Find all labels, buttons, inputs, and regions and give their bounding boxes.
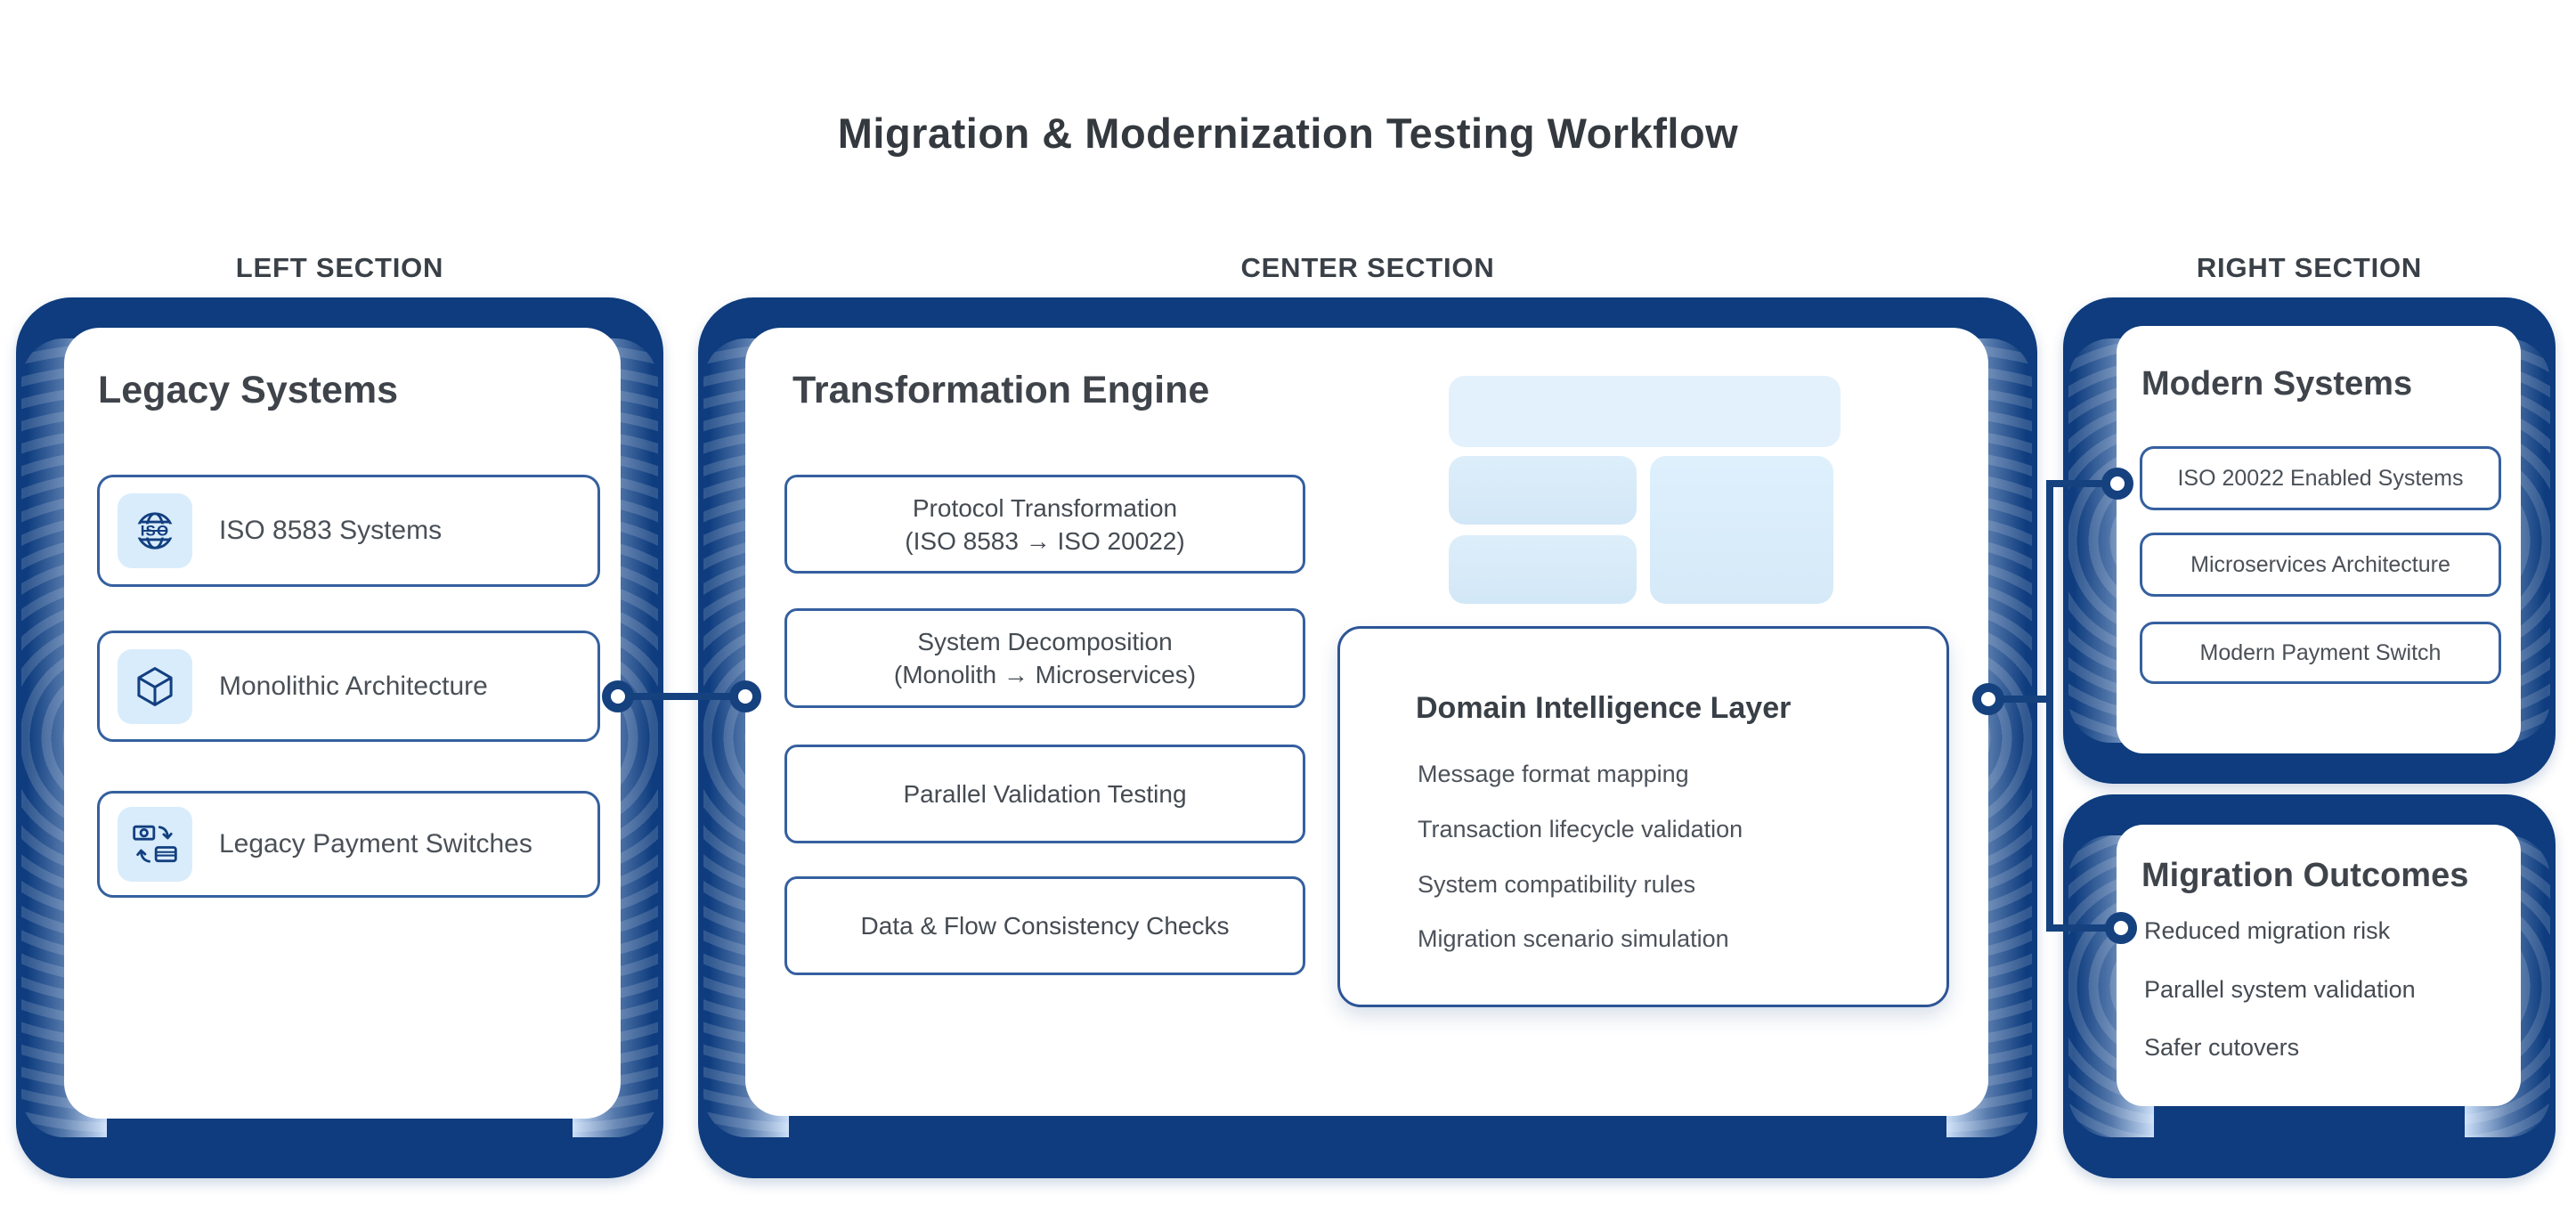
legacy-systems-title: Legacy Systems bbox=[98, 369, 399, 411]
modern-box-label: Microservices Architecture bbox=[2190, 551, 2450, 577]
step-line2: (Monolith → Microservices) bbox=[893, 661, 1197, 688]
domain-item: Migration scenario simulation bbox=[1418, 925, 1729, 952]
connector-node-outcomes bbox=[2105, 912, 2137, 944]
legacy-item-label: ISO 8583 Systems bbox=[219, 516, 443, 545]
page-title: Migration & Modernization Testing Workfl… bbox=[837, 110, 1739, 157]
domain-item: System compatibility rules bbox=[1418, 871, 1696, 898]
step-line1: Parallel Validation Testing bbox=[903, 780, 1187, 808]
legacy-item-payment-switches: Legacy Payment Switches bbox=[97, 791, 600, 898]
domain-intelligence-box: Domain Intelligence Layer Message format… bbox=[1337, 626, 1949, 1007]
connector-node-modern bbox=[2101, 468, 2133, 500]
icon-tile bbox=[118, 807, 192, 882]
connector-line-right-vertical bbox=[2046, 480, 2053, 932]
outcome-item: Safer cutovers bbox=[2144, 1034, 2300, 1061]
connector-node-engine-right bbox=[1972, 683, 2004, 715]
icon-tile bbox=[118, 648, 192, 724]
skeleton-block bbox=[1650, 456, 1833, 604]
transformation-engine-frame: Transformation Engine Protocol Transform… bbox=[698, 297, 2037, 1178]
outcome-item: Reduced migration risk bbox=[2144, 917, 2391, 944]
modern-systems-card: Modern Systems ISO 20022 Enabled Systems… bbox=[2117, 326, 2521, 753]
step-line2: (ISO 8583 → ISO 20022) bbox=[905, 526, 1185, 555]
step-data-flow-consistency: Data & Flow Consistency Checks bbox=[784, 876, 1305, 975]
step-line1: Protocol Transformation bbox=[912, 493, 1178, 522]
step-line1: Data & Flow Consistency Checks bbox=[860, 912, 1230, 940]
step-protocol-transformation: Protocol Transformation (ISO 8583 → ISO … bbox=[784, 475, 1305, 574]
globe-iso-icon: ISO bbox=[133, 512, 177, 549]
outcome-item: Parallel system validation bbox=[2144, 976, 2416, 1003]
step-line1: System Decomposition bbox=[917, 628, 1173, 655]
migration-outcomes-frame: Migration Outcomes Reduced migration ris… bbox=[2063, 794, 2556, 1178]
legacy-item-label: Monolithic Architecture bbox=[219, 671, 488, 701]
migration-outcomes-card: Migration Outcomes Reduced migration ris… bbox=[2117, 825, 2521, 1106]
modern-box-iso20022: ISO 20022 Enabled Systems bbox=[2140, 446, 2501, 510]
modern-systems-frame: Modern Systems ISO 20022 Enabled Systems… bbox=[2063, 297, 2556, 784]
modern-systems-title: Modern Systems bbox=[2141, 365, 2413, 403]
connector-line-left-to-center bbox=[618, 693, 745, 700]
connector-node-engine-left bbox=[729, 680, 761, 712]
modern-box-label: ISO 20022 Enabled Systems bbox=[2177, 465, 2464, 491]
transformation-engine-title: Transformation Engine bbox=[792, 369, 1210, 411]
modern-box-payment-switch: Modern Payment Switch bbox=[2140, 622, 2501, 684]
icon-tile: ISO bbox=[118, 493, 192, 568]
step-parallel-validation: Parallel Validation Testing bbox=[784, 745, 1305, 843]
domain-intelligence-title: Domain Intelligence Layer bbox=[1416, 691, 1792, 725]
domain-item: Transaction lifecycle validation bbox=[1418, 816, 1743, 842]
left-section-label: LEFT SECTION bbox=[235, 252, 444, 283]
modern-box-label: Modern Payment Switch bbox=[2199, 639, 2442, 665]
legacy-item-label: Legacy Payment Switches bbox=[219, 829, 532, 859]
cube-icon bbox=[137, 666, 173, 706]
legacy-item-monolith: Monolithic Architecture bbox=[97, 631, 600, 742]
skeleton-block bbox=[1449, 456, 1637, 525]
skeleton-block bbox=[1449, 535, 1637, 604]
skeleton-block bbox=[1449, 376, 1841, 447]
payment-switch-icon bbox=[133, 825, 177, 863]
modern-box-microservices: Microservices Architecture bbox=[2140, 533, 2501, 597]
legacy-systems-card: Legacy Systems ISO ISO 8583 Systems bbox=[64, 328, 621, 1119]
right-section-label: RIGHT SECTION bbox=[2196, 252, 2423, 283]
migration-outcomes-title: Migration Outcomes bbox=[2141, 857, 2469, 894]
legacy-item-iso8583: ISO ISO 8583 Systems bbox=[97, 475, 600, 587]
domain-item: Message format mapping bbox=[1418, 761, 1689, 787]
legacy-systems-frame: Legacy Systems ISO ISO 8583 Systems bbox=[16, 297, 663, 1178]
step-system-decomposition: System Decomposition (Monolith → Microse… bbox=[784, 608, 1305, 708]
center-section-label: CENTER SECTION bbox=[1240, 252, 1495, 283]
connector-node-legacy bbox=[602, 680, 634, 712]
transformation-engine-card: Transformation Engine Protocol Transform… bbox=[745, 328, 1988, 1116]
